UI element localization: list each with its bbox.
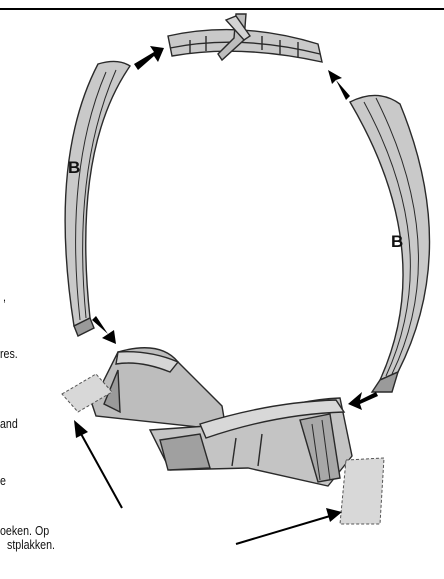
left-track-piece <box>65 61 130 336</box>
pointer-arrow-right <box>236 516 330 544</box>
piece-label-right: B <box>391 232 403 252</box>
right-track-piece <box>350 95 430 392</box>
cut-text-5: oeken. Op <box>0 524 49 537</box>
tape-strip-right <box>340 458 384 524</box>
cut-text-3: and <box>0 417 18 430</box>
cut-text-4: e <box>0 474 6 487</box>
arrow-left-bottom <box>92 316 116 344</box>
arrow-top-left <box>134 46 164 70</box>
base-ramp-piece <box>92 348 352 486</box>
arrow-top-right <box>328 70 350 100</box>
top-connector-piece <box>168 14 322 62</box>
cut-text-6: stplakken. <box>7 538 55 551</box>
cut-text-1: , <box>3 290 6 303</box>
cut-text-2: res. <box>0 347 18 360</box>
arrow-right-bottom <box>348 392 378 410</box>
pointer-arrow-left <box>80 432 122 508</box>
piece-label-left: B <box>68 158 80 178</box>
